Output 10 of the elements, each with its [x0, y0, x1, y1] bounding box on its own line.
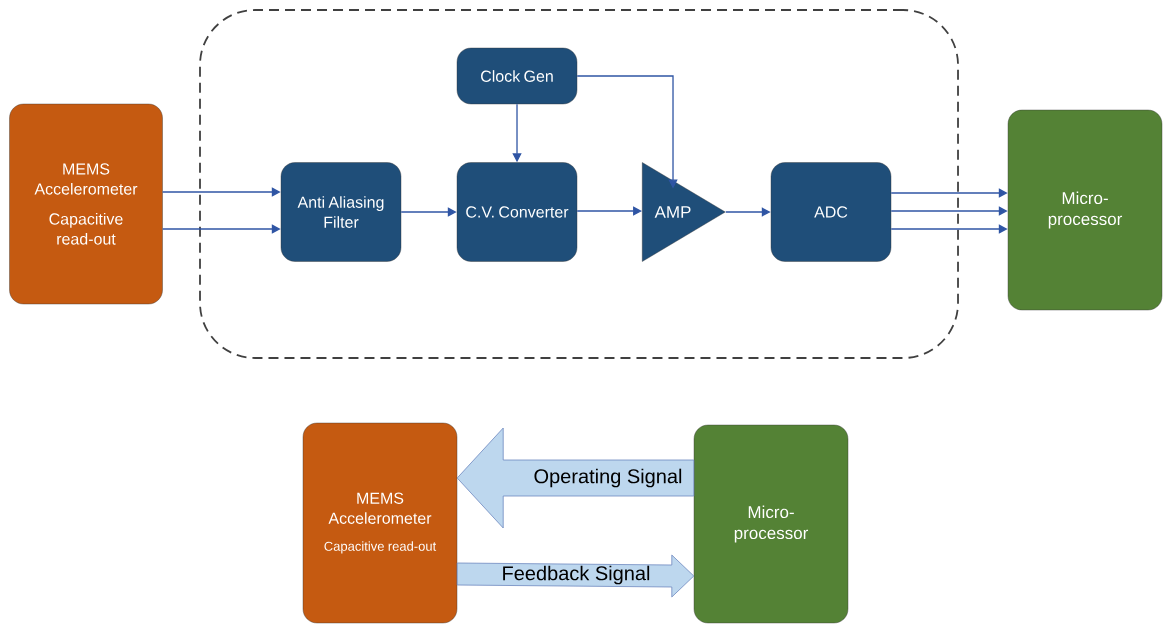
dashed-group-outline	[199, 9, 959, 359]
processor-box: Micro-processor	[1007, 109, 1163, 311]
process-box: C.V. Converter	[456, 162, 578, 262]
process-box: ADC	[770, 162, 892, 262]
processor-box: Micro-processor	[693, 424, 849, 624]
sensor-box: MEMS Accelerometer Capacitive read-out	[302, 422, 458, 624]
amplifier-triangle: AMP	[642, 162, 726, 262]
process-box: Anti Aliasing Filter	[280, 162, 402, 262]
sensor-box: MEMS Accelerometer Capacitive read-out	[9, 103, 163, 305]
process-box: Clock Gen	[456, 47, 578, 105]
